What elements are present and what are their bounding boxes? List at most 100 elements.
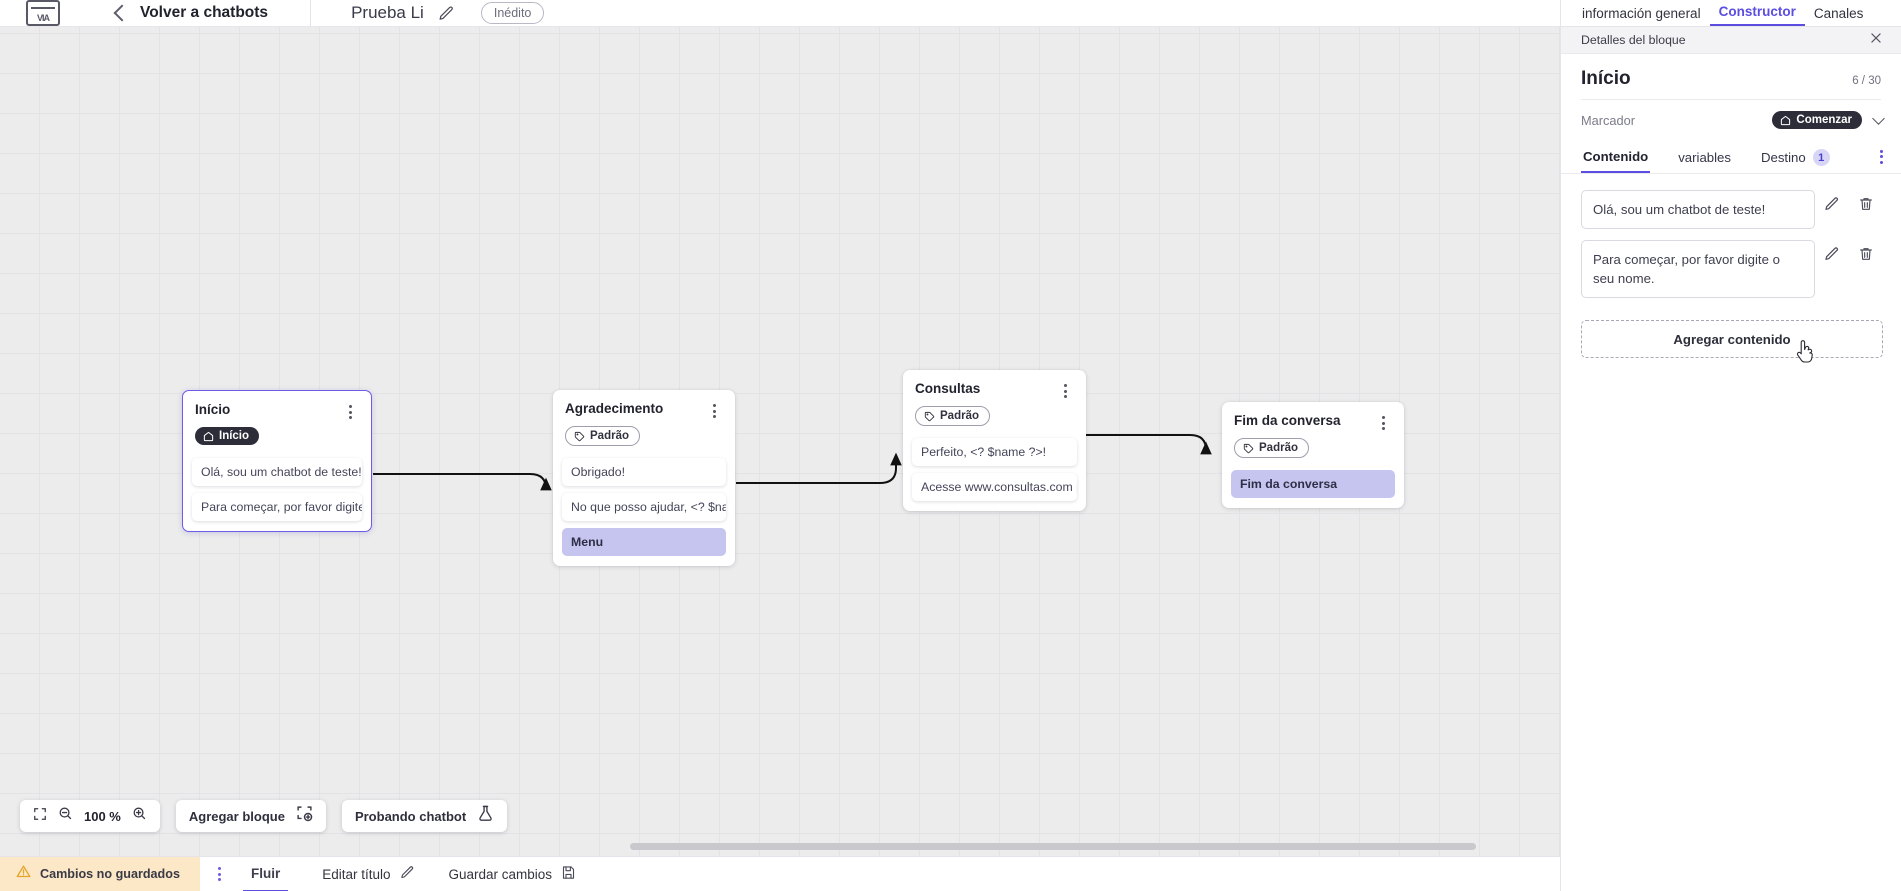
tab-destino-label: Destino xyxy=(1760,150,1806,165)
node-message[interactable]: Olá, sou um chatbot de teste! xyxy=(192,457,362,486)
destino-count-badge: 1 xyxy=(1812,149,1830,166)
node-menu-button[interactable] xyxy=(705,401,723,418)
node-badge[interactable]: Início xyxy=(195,427,260,445)
node-title: Início xyxy=(195,402,231,417)
tab-contenido-label: Contenido xyxy=(1583,149,1649,164)
page-title: Prueba Li xyxy=(351,3,424,22)
block-details-panel: información general Constructor Canales … xyxy=(1560,0,1901,891)
back-to-chatbots-link[interactable]: Volver a chatbots xyxy=(140,4,269,21)
add-block-icon xyxy=(296,805,313,827)
content-text[interactable]: Olá, sou um chatbot de teste! xyxy=(1581,190,1815,229)
node-body: Obrigado! No que posso ajudar, <? $name … xyxy=(553,457,735,566)
node-header: Início xyxy=(183,391,371,419)
trash-icon[interactable] xyxy=(1849,196,1883,212)
flow-node-consultas[interactable]: Consultas Padrão Perfeito, <? $name ?>! … xyxy=(903,370,1086,511)
save-changes-label: Guardar cambios xyxy=(448,866,553,882)
save-changes-button[interactable]: Guardar cambios xyxy=(449,865,577,883)
panel-subheader-title: Detalles del bloque xyxy=(1581,33,1686,47)
marker-row: Marcador Comenzar xyxy=(1561,100,1901,140)
tag-icon xyxy=(924,411,935,421)
node-message-end[interactable]: Fim da conversa xyxy=(1231,469,1395,498)
block-title: Início xyxy=(1581,68,1631,89)
tab-contenido[interactable]: Contenido xyxy=(1581,140,1651,173)
mouse-cursor-pointer xyxy=(1795,340,1815,369)
tab-variables[interactable]: variables xyxy=(1676,141,1733,172)
content-text[interactable]: Para começar, por favor digite o seu nom… xyxy=(1581,240,1815,298)
content-tabs: Contenido variables Destino 1 xyxy=(1561,140,1901,174)
edit-title-button[interactable]: Editar título xyxy=(322,865,414,883)
marker-value-label: Comenzar xyxy=(1796,114,1852,126)
status-badge: Inédito xyxy=(480,2,545,24)
node-badge[interactable]: Padrão xyxy=(915,406,990,426)
node-message[interactable]: Acesse www.consultas.com par... xyxy=(912,472,1077,501)
node-badge-row: Padrão xyxy=(1222,430,1404,470)
tab-constructor[interactable]: Constructor xyxy=(1709,4,1805,26)
panel-header: Início 6 / 30 xyxy=(1561,54,1901,99)
flow-node-fim-da-conversa[interactable]: Fim da conversa Padrão Fim da conversa xyxy=(1222,402,1404,508)
fit-screen-icon[interactable] xyxy=(33,807,47,826)
node-menu-button[interactable] xyxy=(1374,413,1392,430)
node-message[interactable]: No que posso ajudar, <? $name ... xyxy=(562,492,726,521)
content-kebab-menu-icon[interactable] xyxy=(1880,149,1883,164)
zoom-level: 100 % xyxy=(84,808,121,824)
pencil-icon[interactable] xyxy=(1815,246,1849,262)
chevron-down-icon[interactable] xyxy=(1872,111,1885,125)
flow-canvas[interactable]: Início Início Olá, sou um chatbot de tes… xyxy=(0,27,1560,856)
unsaved-changes-indicator: Cambios no guardados xyxy=(0,856,200,891)
home-icon xyxy=(203,431,214,441)
marker-value-badge[interactable]: Comenzar xyxy=(1772,111,1862,129)
canvas-horizontal-scrollbar[interactable] xyxy=(630,843,1476,850)
pencil-icon[interactable] xyxy=(438,5,455,22)
tab-fluir[interactable]: Fluir xyxy=(242,857,289,891)
zoom-out-icon[interactable] xyxy=(58,806,73,826)
bottom-bar: Cambios no guardados Fluir Editar título… xyxy=(0,856,1560,891)
node-badge[interactable]: Padrão xyxy=(1234,438,1309,458)
bottom-kebab-menu-icon[interactable] xyxy=(217,867,221,881)
node-badge-row: Padrão xyxy=(903,398,1086,438)
flow-node-agradecimento[interactable]: Agradecimento Padrão Obrigado! No que po… xyxy=(553,390,735,566)
test-chatbot-button[interactable]: Probando chatbot xyxy=(341,800,508,832)
node-body: Olá, sou um chatbot de teste! Para começ… xyxy=(183,457,371,531)
marker-label: Marcador xyxy=(1581,112,1636,128)
node-message[interactable]: Para começar, por favor digite o ... xyxy=(192,492,362,521)
tag-icon xyxy=(1243,443,1254,453)
node-badge-label: Padrão xyxy=(1259,442,1298,454)
trash-icon[interactable] xyxy=(1849,246,1883,262)
add-content-button[interactable]: Agregar contenido xyxy=(1581,320,1883,358)
logo-text: VIA xyxy=(36,13,50,23)
node-message[interactable]: Perfeito, <? $name ?>! xyxy=(912,437,1077,466)
node-message-menu[interactable]: Menu xyxy=(562,527,726,556)
add-block-label: Agregar bloque xyxy=(188,808,285,824)
add-block-button[interactable]: Agregar bloque xyxy=(175,800,326,832)
header-divider xyxy=(310,0,312,35)
tab-variables-label: variables xyxy=(1678,150,1731,165)
flow-node-inicio[interactable]: Início Início Olá, sou um chatbot de tes… xyxy=(182,390,372,532)
node-body: Perfeito, <? $name ?>! Acesse www.consul… xyxy=(903,437,1086,511)
zoom-in-icon[interactable] xyxy=(132,806,147,826)
tab-informacion-general[interactable]: información general xyxy=(1582,6,1701,21)
node-title: Consultas xyxy=(915,381,981,396)
node-menu-button[interactable] xyxy=(1056,381,1074,398)
pencil-icon xyxy=(400,865,415,883)
warning-triangle-icon xyxy=(16,864,31,884)
via-logo-icon[interactable]: VIA xyxy=(26,0,60,26)
node-menu-button[interactable] xyxy=(341,402,359,419)
panel-subheader: Detalles del bloque xyxy=(1561,27,1901,54)
pencil-icon[interactable] xyxy=(1815,196,1849,212)
save-disk-icon xyxy=(561,865,576,883)
chevron-left-icon[interactable] xyxy=(113,4,131,22)
panel-divider xyxy=(1581,99,1881,100)
tab-canales[interactable]: Canales xyxy=(1813,6,1864,21)
node-badge[interactable]: Padrão xyxy=(565,426,640,446)
content-item: Para começar, por favor digite o seu nom… xyxy=(1581,240,1883,298)
close-icon[interactable] xyxy=(1869,31,1883,50)
tag-icon xyxy=(574,431,585,441)
canvas-toolbar: 100 % Agregar bloque Probando chatbot xyxy=(20,800,508,832)
node-message[interactable]: Obrigado! xyxy=(562,457,726,486)
node-badge-label: Padrão xyxy=(940,410,979,422)
tab-destino[interactable]: Destino 1 xyxy=(1759,140,1832,173)
content-item: Olá, sou um chatbot de teste! xyxy=(1581,190,1883,229)
content-item-actions xyxy=(1815,190,1883,212)
node-badge-label: Padrão xyxy=(590,430,629,442)
